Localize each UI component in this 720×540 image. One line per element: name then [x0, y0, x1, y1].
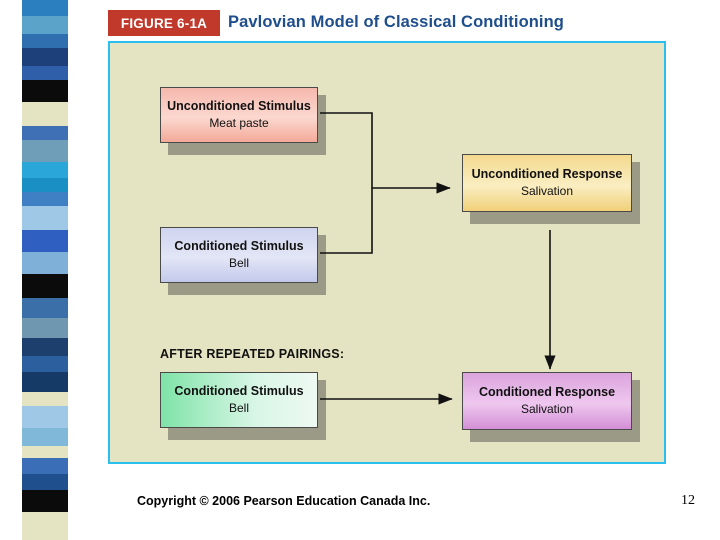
color-band-27	[22, 490, 68, 512]
node-subtitle: Salivation	[520, 184, 574, 198]
arrow-cs-to-junction	[320, 188, 373, 254]
node-subtitle: Bell	[228, 256, 249, 270]
color-band-8	[22, 140, 68, 162]
figure-label: FIGURE 6-1A	[108, 10, 220, 36]
node-conditioned-response[interactable]: Conditioned Response Salivation	[462, 372, 632, 430]
color-band-14	[22, 252, 68, 274]
node-conditioned-stimulus-before[interactable]: Conditioned Stimulus Bell	[160, 227, 318, 283]
color-band-10	[22, 178, 68, 192]
node-title: Conditioned Stimulus	[174, 239, 304, 253]
color-band-9	[22, 162, 68, 178]
color-band-26	[22, 474, 68, 490]
arrow-us-to-ur	[320, 112, 451, 194]
node-subtitle: Salivation	[520, 402, 574, 416]
color-band-19	[22, 356, 68, 372]
color-band-12	[22, 206, 68, 230]
color-band-25	[22, 458, 68, 474]
section-heading: AFTER REPEATED PAIRINGS:	[160, 347, 345, 361]
color-band-24	[22, 446, 68, 458]
color-band-6	[22, 102, 68, 126]
color-band-20	[22, 372, 68, 392]
color-band-5	[22, 80, 68, 102]
node-unconditioned-response[interactable]: Unconditioned Response Salivation	[462, 154, 632, 212]
color-band-13	[22, 230, 68, 252]
color-band-21	[22, 392, 68, 406]
node-subtitle: Bell	[228, 401, 249, 415]
node-unconditioned-stimulus[interactable]: Unconditioned Stimulus Meat paste	[160, 87, 318, 143]
color-band-18	[22, 338, 68, 356]
page-title: Pavlovian Model of Classical Conditionin…	[228, 13, 564, 31]
connector-arrows	[320, 112, 556, 405]
color-band-22	[22, 406, 68, 428]
color-band-2	[22, 34, 68, 48]
color-band-3	[22, 48, 68, 66]
node-subtitle: Meat paste	[209, 116, 269, 130]
color-band-7	[22, 126, 68, 140]
color-band-28	[22, 512, 68, 540]
color-band-17	[22, 318, 68, 338]
decorative-color-strip	[22, 0, 68, 540]
figure-panel: Unconditioned Stimulus Meat paste Condit…	[108, 41, 666, 464]
node-title: Conditioned Stimulus	[174, 384, 304, 398]
node-title: Unconditioned Stimulus	[167, 99, 311, 113]
page-number: 12	[681, 493, 695, 508]
node-title: Conditioned Response	[478, 385, 616, 399]
color-band-0	[22, 0, 68, 16]
color-band-16	[22, 298, 68, 318]
color-band-15	[22, 274, 68, 298]
color-band-11	[22, 192, 68, 206]
color-band-4	[22, 66, 68, 80]
color-band-1	[22, 16, 68, 34]
color-band-23	[22, 428, 68, 446]
node-conditioned-stimulus-after[interactable]: Conditioned Stimulus Bell	[160, 372, 318, 428]
node-title: Unconditioned Response	[471, 167, 623, 181]
copyright-text: Copyright © 2006 Pearson Education Canad…	[137, 494, 431, 508]
